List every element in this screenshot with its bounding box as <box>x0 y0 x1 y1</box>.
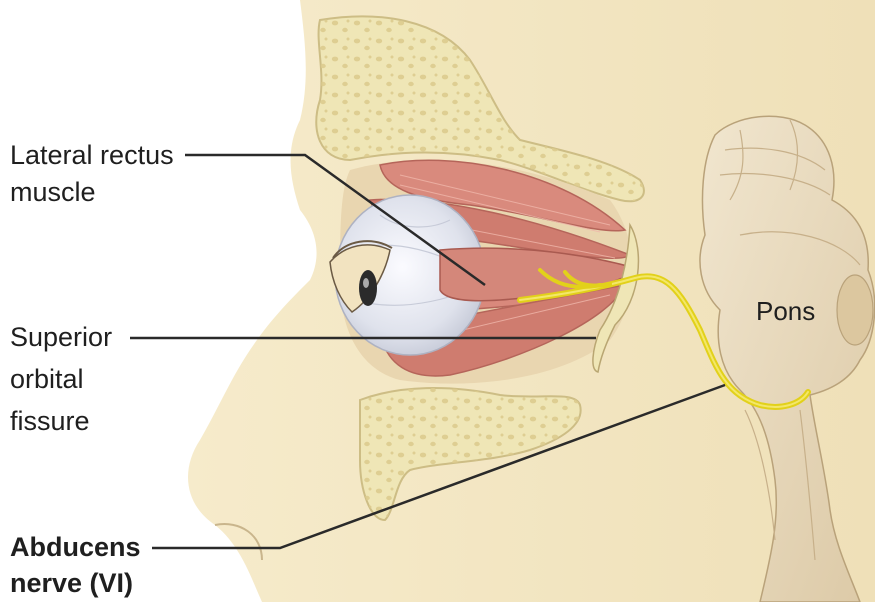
label-lateral-rectus-line2: muscle <box>10 175 96 209</box>
label-abducens-line1: Abducens <box>10 530 141 564</box>
label-lateral-rectus-line1: Lateral rectus <box>10 138 174 172</box>
label-pons: Pons <box>756 294 815 328</box>
label-superior-line1: Superior <box>10 320 112 354</box>
label-superior-line3: fissure <box>10 404 90 438</box>
label-abducens-line2: nerve (VI) <box>10 566 133 600</box>
iris <box>359 270 377 306</box>
label-superior-line2: orbital <box>10 362 84 396</box>
